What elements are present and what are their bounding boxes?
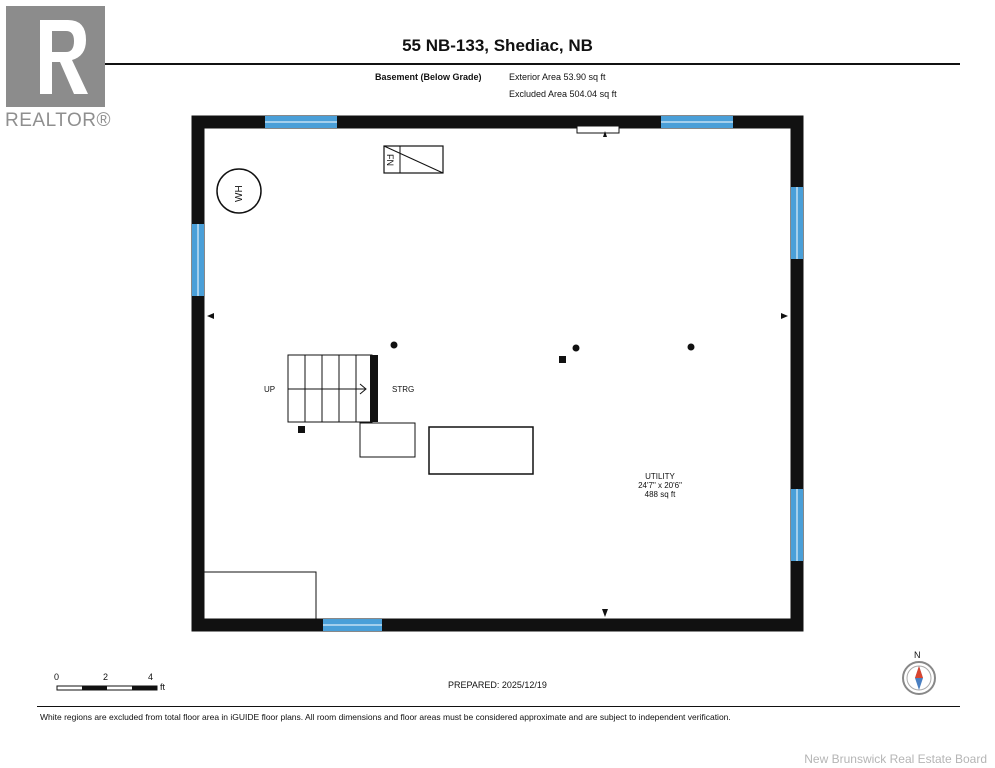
scale-tick-0: 0 xyxy=(54,672,60,682)
support-post-square xyxy=(559,356,566,363)
utility-room-label: UTILITY 24'7" x 20'6" 488 sq ft xyxy=(620,472,700,499)
support-post xyxy=(687,343,695,351)
board-watermark: New Brunswick Real Estate Board xyxy=(804,752,987,766)
left-wall-arrow-icon xyxy=(207,313,214,319)
stair-wall xyxy=(370,355,378,422)
vent-arrow-icon xyxy=(603,131,607,137)
page-title: 55 NB-133, Shediac, NB xyxy=(402,36,593,55)
compass-icon xyxy=(902,661,936,695)
excluded-area: Excluded Area 504.04 sq ft xyxy=(509,89,617,99)
right-wall-arrow-icon xyxy=(781,313,788,319)
exterior-area: Exterior Area 53.90 sq ft xyxy=(509,72,606,82)
room-name: UTILITY xyxy=(645,472,675,481)
room-dimensions: 24'7" x 20'6" xyxy=(638,481,682,490)
water-heater-circle xyxy=(216,168,262,214)
bottom-wall-arrow-icon xyxy=(602,609,608,617)
water-heater-label: WH xyxy=(234,185,245,202)
floor-name: Basement (Below Grade) xyxy=(375,72,482,82)
scale-tick-4: 4 xyxy=(148,672,154,682)
furnace-label: FN xyxy=(385,154,395,166)
windows xyxy=(192,116,803,631)
scale-unit: ft xyxy=(160,682,166,692)
scale-tick-2: 2 xyxy=(103,672,109,682)
support-post xyxy=(572,344,580,352)
staircase xyxy=(287,354,378,423)
stair-direction-arrow-icon xyxy=(359,383,367,395)
excluded-corner-area xyxy=(203,571,317,620)
room-area: 488 sq ft xyxy=(644,490,676,499)
compass-north-label: N xyxy=(914,650,921,660)
scale-bar-graphic xyxy=(56,685,158,691)
support-post xyxy=(390,341,398,349)
footer-divider xyxy=(37,706,960,707)
storage-box-large xyxy=(428,426,534,475)
prepared-date: PREPARED: 2025/12/19 xyxy=(448,680,547,690)
title-divider xyxy=(105,63,960,65)
stairs-up-label: UP xyxy=(264,385,276,394)
storage-label: STRG xyxy=(392,385,415,394)
realtor-logo xyxy=(6,6,105,107)
disclaimer-text: White regions are excluded from total fl… xyxy=(40,712,731,722)
realtor-logo-text: REALTOR® xyxy=(5,110,111,131)
exterior-walls xyxy=(191,115,804,632)
support-post-square xyxy=(298,426,305,433)
realtor-r-icon xyxy=(6,6,105,107)
top-wall-vent xyxy=(576,125,620,134)
storage-box-small xyxy=(359,422,416,458)
